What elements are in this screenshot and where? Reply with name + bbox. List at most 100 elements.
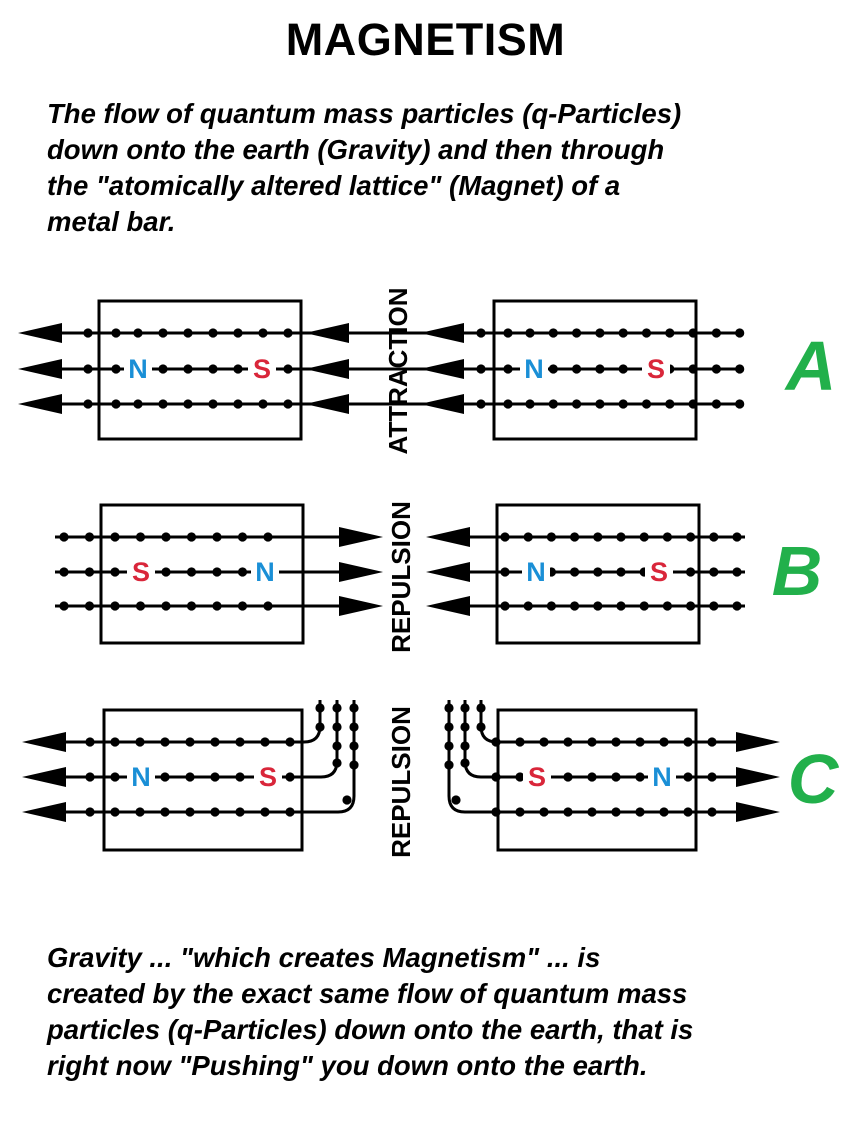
north-pole-label: N: [255, 557, 275, 587]
flow-line: [300, 700, 356, 814]
particle-dot: [548, 399, 558, 409]
label-backdrop: [522, 557, 550, 587]
label-backdrop: [127, 557, 155, 587]
particle-dot: [237, 601, 248, 611]
particle-dot: [523, 532, 533, 542]
particle-dot: [135, 807, 145, 817]
particle-dot: [460, 722, 470, 732]
particle-dot: [210, 772, 220, 782]
particle-dot: [83, 399, 93, 409]
magnet-bar: [495, 503, 701, 645]
particle-dot: [349, 703, 359, 713]
particle-dot: [732, 601, 742, 611]
particle-dot: [110, 772, 120, 782]
particle-dot: [208, 399, 218, 409]
particle-dot: [707, 807, 717, 817]
particle-dot: [235, 772, 245, 782]
particle-dot: [662, 532, 673, 542]
intro-paragraph: The flow of quantum mass particles (q-Pa…: [47, 96, 837, 240]
label-backdrop: [251, 557, 279, 587]
south-pole-label: S: [528, 762, 546, 792]
particle-dot: [683, 807, 693, 817]
particle-dot: [732, 567, 742, 577]
particle-dot: [500, 532, 510, 542]
particle-dot: [185, 737, 195, 747]
label-backdrop: [124, 354, 152, 384]
particle-dot: [133, 328, 143, 338]
particle-dot: [444, 760, 454, 770]
particle-dot: [709, 567, 719, 577]
page-title: MAGNETISM: [285, 14, 566, 65]
arrowhead: [18, 359, 62, 379]
south-pole-label: S: [650, 557, 668, 587]
particle-dot: [593, 532, 603, 542]
south-pole-label: S: [259, 762, 277, 792]
particle-dot: [641, 328, 652, 338]
particle-dot: [503, 328, 513, 338]
particle-dot: [635, 807, 645, 817]
particle-dot: [183, 399, 193, 409]
particle-dot: [111, 364, 121, 374]
particle-dot: [515, 807, 525, 817]
particle-dot: [683, 737, 693, 747]
particle-dot: [110, 532, 120, 542]
magnet-bar: [102, 708, 304, 852]
label-backdrop: [248, 354, 276, 384]
arrowhead: [420, 323, 464, 343]
particle-dot: [285, 807, 295, 817]
row-label-b: B: [772, 532, 823, 610]
particle-dot: [476, 328, 486, 338]
arrowhead: [305, 359, 349, 379]
label-backdrop: [520, 354, 548, 384]
particle-dot: [460, 703, 470, 713]
conclusion-line: right now "Pushing" you down onto the ea…: [47, 1050, 648, 1081]
particle-dot: [635, 772, 645, 782]
particle-dot: [208, 364, 218, 374]
intro-line: the "atomically altered lattice" (Magnet…: [47, 170, 621, 201]
particle-dot: [616, 532, 626, 542]
particle-dot: [258, 328, 268, 338]
particle-dot: [707, 737, 717, 747]
particle-dot: [460, 758, 470, 768]
particle-dot: [210, 737, 220, 747]
particle-dot: [83, 364, 93, 374]
label-backdrop: [523, 762, 551, 792]
particle-dot: [572, 328, 582, 338]
particle-dot: [665, 399, 675, 409]
particle-dot: [595, 364, 605, 374]
particle-dot: [539, 807, 549, 817]
particle-dot: [639, 601, 649, 611]
particle-dot: [349, 760, 359, 770]
particle-dot: [686, 601, 696, 611]
particle-dot: [593, 567, 603, 577]
particle-dot: [570, 567, 580, 577]
particle-dot: [503, 399, 513, 409]
particle-dot: [160, 807, 170, 817]
particle-dot: [641, 399, 652, 409]
particle-dot: [476, 399, 486, 409]
particle-dot: [732, 532, 742, 542]
particle-dot: [185, 772, 195, 782]
particle-dot: [237, 532, 248, 542]
row-label-a: A: [784, 327, 837, 405]
particle-dot: [158, 399, 168, 409]
particle-dot: [476, 703, 486, 713]
particle-dot: [84, 567, 95, 577]
particle-dot: [332, 703, 342, 713]
particle-dot: [686, 567, 696, 577]
particle-dot: [686, 532, 696, 542]
particle-dot: [444, 703, 454, 713]
particle-dot: [548, 328, 558, 338]
repulsion-label-b: REPULSION: [386, 501, 416, 653]
arrowhead: [426, 527, 470, 547]
particle-dot: [662, 601, 673, 611]
particle-dot: [315, 703, 325, 713]
north-pole-label: N: [128, 354, 148, 384]
particle-dot: [595, 399, 605, 409]
north-pole-label: N: [131, 762, 151, 792]
particle-dot: [618, 328, 628, 338]
particle-dot: [186, 601, 197, 611]
particle-dot: [332, 741, 342, 751]
particle-dot: [593, 601, 603, 611]
